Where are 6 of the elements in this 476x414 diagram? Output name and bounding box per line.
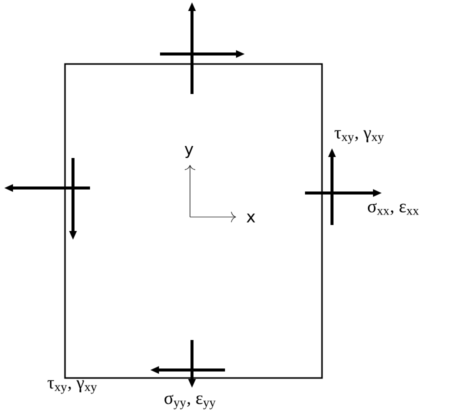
stress-label: σ$_{xx}$, ε$_{xx}$ xyxy=(368,203,419,215)
axis-label: x xyxy=(246,214,256,222)
stress-label: σ$_{yy}$, ε$_{yy}$ xyxy=(164,394,216,410)
element-square xyxy=(64,63,323,379)
axis-label: y xyxy=(184,146,194,158)
stress-label: τ$_{xy}$, γ$_{xy}$ xyxy=(48,380,97,394)
